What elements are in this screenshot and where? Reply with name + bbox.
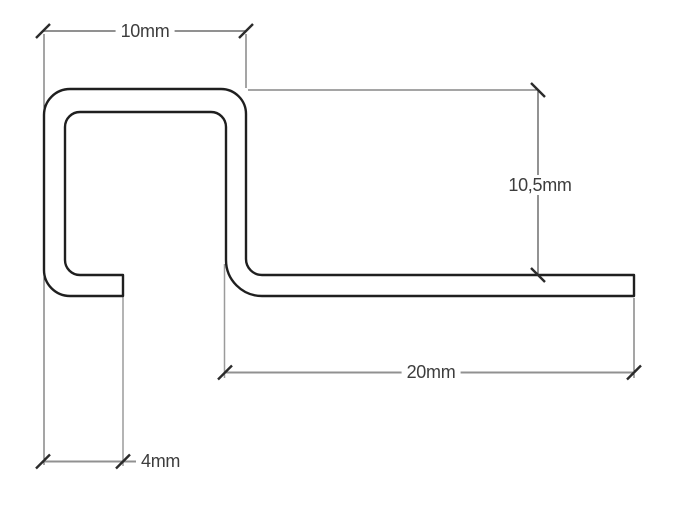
dimension-label-10-5mm: 10,5mm bbox=[503, 175, 577, 195]
dimension-label-20mm: 20mm bbox=[401, 362, 461, 382]
tick-20mm-left bbox=[217, 364, 233, 381]
profile-outline bbox=[42, 87, 636, 298]
dimension-label-4mm: 4mm bbox=[136, 451, 186, 471]
tick-4mm-right bbox=[115, 453, 131, 470]
tick-marks bbox=[35, 23, 642, 470]
tick-10mm-left bbox=[35, 23, 51, 39]
tick-10-5mm-top bbox=[530, 82, 546, 98]
dimension-label-10mm: 10mm bbox=[115, 21, 175, 41]
tick-4mm-left bbox=[35, 453, 51, 470]
tick-10-5mm-bottom bbox=[530, 267, 546, 283]
tick-20mm-right bbox=[626, 364, 642, 381]
tick-10mm-right bbox=[238, 23, 254, 39]
